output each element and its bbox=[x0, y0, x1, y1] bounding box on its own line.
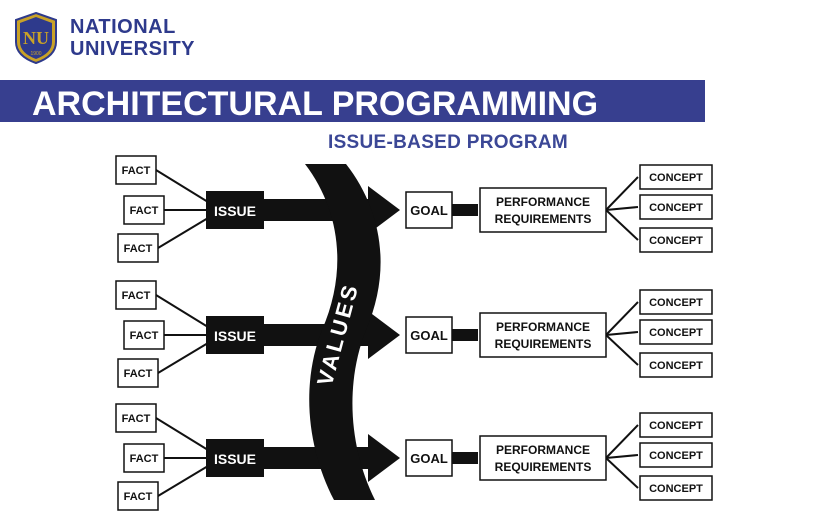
concept-connector-line bbox=[605, 424, 639, 459]
concept-label: CONCEPT bbox=[649, 202, 703, 214]
goal-connector-bar bbox=[452, 452, 478, 464]
fact-box bbox=[115, 403, 157, 433]
concept-box bbox=[639, 412, 713, 438]
goal-label: GOAL bbox=[410, 328, 448, 343]
performance-label-line-1: PERFORMANCE bbox=[496, 443, 590, 457]
concept-label: CONCEPT bbox=[649, 327, 703, 339]
performance-label-line-2: REQUIREMENTS bbox=[495, 337, 592, 351]
fact-connector-line bbox=[157, 342, 209, 374]
fact-label: FACT bbox=[124, 491, 153, 503]
title-banner bbox=[0, 80, 705, 122]
concept-box bbox=[639, 194, 713, 220]
concept-box bbox=[639, 289, 713, 315]
fact-box bbox=[123, 320, 165, 350]
page-subtitle: ISSUE-BASED PROGRAM bbox=[328, 132, 569, 153]
fact-box bbox=[117, 358, 159, 388]
fact-label: FACT bbox=[122, 165, 151, 177]
concept-box bbox=[639, 164, 713, 190]
concept-label: CONCEPT bbox=[649, 172, 703, 184]
concept-box bbox=[639, 319, 713, 345]
fact-connector-line bbox=[157, 465, 209, 497]
brand-line-1: NATIONAL bbox=[70, 16, 176, 38]
issue-box bbox=[206, 191, 264, 229]
issue-box bbox=[206, 439, 264, 477]
brand-name: NATIONAL UNIVERSITY bbox=[70, 16, 195, 60]
fact-label: FACT bbox=[122, 290, 151, 302]
issue-label: ISSUE bbox=[214, 328, 256, 344]
concept-box bbox=[639, 475, 713, 501]
fact-box bbox=[117, 233, 159, 263]
concept-connector-line bbox=[605, 301, 639, 336]
performance-label-line-1: PERFORMANCE bbox=[496, 195, 590, 209]
logo-year: 1900 bbox=[30, 51, 41, 57]
goal-box bbox=[405, 191, 453, 229]
performance-label-line-1: PERFORMANCE bbox=[496, 320, 590, 334]
goal-label: GOAL bbox=[410, 203, 448, 218]
values-ribbon bbox=[305, 164, 381, 500]
concept-connector-line bbox=[605, 176, 639, 211]
university-seal-icon: NU 1900 bbox=[15, 12, 57, 64]
concept-box bbox=[639, 227, 713, 253]
fact-label: FACT bbox=[130, 453, 159, 465]
fact-box bbox=[115, 155, 157, 185]
concept-label: CONCEPT bbox=[649, 235, 703, 247]
goal-connector-bar bbox=[452, 329, 478, 341]
fact-connector-line bbox=[155, 417, 209, 451]
concept-label: CONCEPT bbox=[649, 483, 703, 495]
concept-connector-line bbox=[605, 331, 639, 336]
concept-connector-line bbox=[605, 457, 639, 489]
performance-box bbox=[479, 187, 607, 233]
concept-connector-line bbox=[605, 334, 639, 366]
goal-box bbox=[405, 316, 453, 354]
fact-label: FACT bbox=[122, 413, 151, 425]
issue-label: ISSUE bbox=[214, 451, 256, 467]
concept-box bbox=[639, 442, 713, 468]
performance-box bbox=[479, 435, 607, 481]
concept-label: CONCEPT bbox=[649, 420, 703, 432]
fact-connector-line bbox=[155, 169, 209, 203]
concept-label: CONCEPT bbox=[649, 450, 703, 462]
concept-connector-line bbox=[605, 209, 639, 241]
fact-label: FACT bbox=[124, 243, 153, 255]
fact-connector-line bbox=[155, 294, 209, 328]
performance-box bbox=[479, 312, 607, 358]
fact-label: FACT bbox=[130, 330, 159, 342]
fact-label: FACT bbox=[124, 368, 153, 380]
goal-box bbox=[405, 439, 453, 477]
brand-line-2: UNIVERSITY bbox=[70, 38, 196, 60]
goal-label: GOAL bbox=[410, 451, 448, 466]
fact-box bbox=[117, 481, 159, 511]
logo-letters: NU bbox=[23, 28, 49, 48]
page-title: ARCHITECTURAL PROGRAMMING bbox=[32, 85, 599, 123]
fact-box bbox=[123, 195, 165, 225]
fact-box bbox=[115, 280, 157, 310]
fact-box bbox=[123, 443, 165, 473]
issue-label: ISSUE bbox=[214, 203, 256, 219]
goal-connector-bar bbox=[452, 204, 478, 216]
performance-label-line-2: REQUIREMENTS bbox=[495, 212, 592, 226]
fact-connector-line bbox=[157, 217, 209, 249]
concept-label: CONCEPT bbox=[649, 297, 703, 309]
concept-connector-line bbox=[605, 454, 639, 459]
fact-label: FACT bbox=[130, 205, 159, 217]
concept-box bbox=[639, 352, 713, 378]
issue-box bbox=[206, 316, 264, 354]
performance-label-line-2: REQUIREMENTS bbox=[495, 460, 592, 474]
concept-connector-line bbox=[605, 206, 639, 211]
concept-label: CONCEPT bbox=[649, 360, 703, 372]
